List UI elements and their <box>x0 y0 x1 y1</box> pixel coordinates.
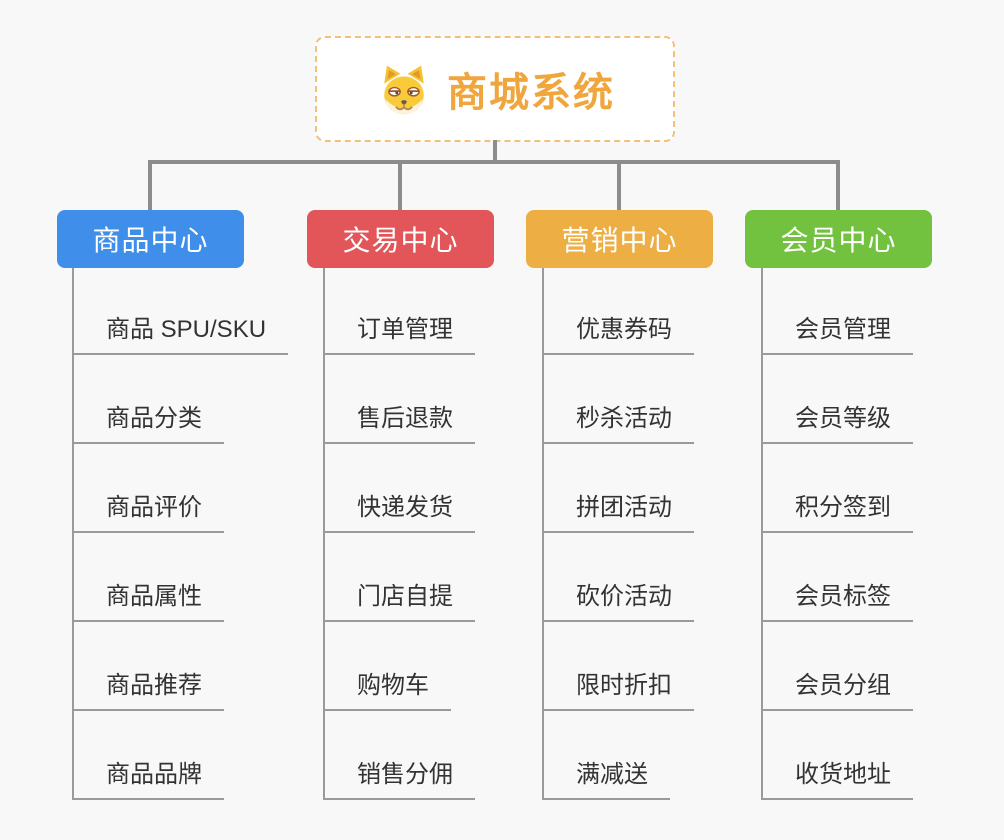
leaf-topic[interactable]: 砍价活动 <box>542 580 694 622</box>
connector-bus <box>148 160 840 164</box>
leaf-topic[interactable]: 门店自提 <box>323 580 475 622</box>
connector-drop-marketing <box>617 162 621 210</box>
leaf-topic[interactable]: 售后退款 <box>323 402 475 444</box>
leaf-topic[interactable]: 会员管理 <box>761 313 913 355</box>
connector-drop-product <box>148 162 152 210</box>
leaf-topic[interactable]: 优惠券码 <box>542 313 694 355</box>
leaf-topic[interactable]: 积分签到 <box>761 491 913 533</box>
leaf-topic[interactable]: 商品评价 <box>72 491 224 533</box>
leaf-topic[interactable]: 拼团活动 <box>542 491 694 533</box>
leaf-topic[interactable]: 商品属性 <box>72 580 224 622</box>
leaf-topic[interactable]: 订单管理 <box>323 313 475 355</box>
branch-node-product-center[interactable]: 商品中心 <box>57 210 244 268</box>
leaf-topic[interactable]: 商品 SPU/SKU <box>72 313 289 355</box>
branch-node-marketing-center[interactable]: 营销中心 <box>526 210 713 268</box>
leaf-topic[interactable]: 秒杀活动 <box>542 402 694 444</box>
leaf-topic[interactable]: 快递发货 <box>323 491 475 533</box>
spine-member <box>761 268 763 800</box>
leaf-topic[interactable]: 购物车 <box>323 669 451 711</box>
dog-face-icon <box>384 65 424 115</box>
connector-drop-trade <box>398 162 402 210</box>
leaf-topic[interactable]: 商品品牌 <box>72 758 224 800</box>
leaf-topic[interactable]: 商品推荐 <box>72 669 224 711</box>
branch-node-member-center[interactable]: 会员中心 <box>745 210 932 268</box>
leaf-topic[interactable]: 会员标签 <box>761 580 913 622</box>
leaf-topic[interactable]: 限时折扣 <box>542 669 694 711</box>
leaf-topic[interactable]: 销售分佣 <box>323 758 475 800</box>
spine-marketing <box>542 268 544 800</box>
leaf-topic[interactable]: 会员等级 <box>761 402 913 444</box>
leaf-topic[interactable]: 满减送 <box>542 758 670 800</box>
spine-product <box>72 268 74 800</box>
connector-drop-member <box>836 162 840 210</box>
leaf-topic[interactable]: 收货地址 <box>761 758 913 800</box>
connector-root-stub <box>493 140 497 162</box>
leaf-topic[interactable]: 商品分类 <box>72 402 224 444</box>
root-node[interactable]: 商城系统 <box>315 36 675 142</box>
branch-node-trade-center[interactable]: 交易中心 <box>307 210 494 268</box>
root-title: 商城系统 <box>447 71 615 115</box>
leaf-topic[interactable]: 会员分组 <box>761 669 913 711</box>
spine-trade <box>323 268 325 800</box>
